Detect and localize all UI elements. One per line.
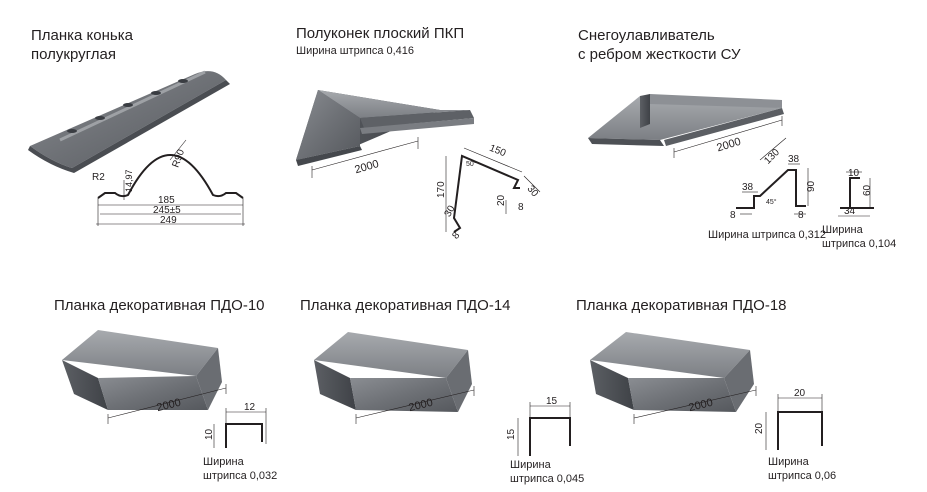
dim-width-pdo18: 20 [794,388,806,399]
pkp-length-dim [311,137,419,178]
dim-length-pkp: 2000 [353,158,380,176]
strip-width-su-1: Ширина штрипса 0,312 [708,229,827,241]
dim-label: R2 [92,172,105,183]
su-render [588,94,784,146]
dim-label: 45° [766,198,777,206]
dim-label: 8 [450,230,462,242]
title-line: полукруглая [31,46,116,63]
pdo10-section [213,408,267,448]
dim-label: 38 [788,154,800,165]
dim-label: 185 [158,195,175,206]
strip-line: Ширина [768,456,809,468]
dim-length-pdo10: 2000 [155,397,182,415]
strip-line: штрипса 0,104 [822,238,897,250]
pkp-render [296,90,474,166]
pdo18-section [765,394,823,450]
dim-label: 130 [762,147,782,167]
dim-width-pdo14: 15 [546,396,558,407]
title-line: Снегоулавливатель [578,27,715,44]
dim-height-pdo14: 15 [506,428,517,440]
product-title-pdo18: Планка декоративная ПДО-18 [576,297,787,314]
dim-label: 150 [488,143,508,160]
dim-label: 30 [443,203,458,219]
strip-line: Ширина [822,224,863,236]
dim-label: 8 [518,202,524,213]
dim-length-pdo18: 2000 [687,397,714,415]
dim-height-pdo18: 20 [754,422,765,434]
strip-width-pdo10: Ширина штрипса 0,032 [203,455,277,483]
dim-label: 50° [466,160,477,168]
dim-label: 30 [525,184,541,200]
strip-width-su-2: Ширина штрипса 0,104 [822,223,896,251]
strip-line: штрипса 0,032 [203,470,278,482]
dim-length-pdo14: 2000 [407,397,434,415]
dim-label: R90 [171,148,188,169]
dim-label: 249 [160,215,177,226]
product-title-su: Снегоулавливатель с ребром жесткости СУ [578,26,741,64]
strip-line: штрипса 0,06 [768,470,837,482]
dim-label: 34 [844,206,856,217]
dim-label: 60 [862,184,873,196]
title-line: Планка конька [31,27,133,44]
strip-width-pdo14: Ширина штрипса 0,045 [510,458,584,486]
pdo18-render [590,332,754,412]
dim-label: 10 [848,168,860,179]
dim-label: 90 [806,180,817,192]
dim-label: 20 [496,194,507,206]
pdo14-render [314,332,472,412]
dim-label: 8 [730,210,736,221]
strip-line: Ширина [510,459,551,471]
product-title-ridge: Планка конька полукруглая [31,26,133,64]
pdo14-section [517,402,571,456]
pdo-length-dims [107,384,757,424]
su-drawing [736,137,874,217]
dim-width-pdo10: 12 [244,402,256,413]
pkp-dimensions: 150 50° 170 30 20 8 30 8 [436,143,540,242]
product-title-pdo10: Планка декоративная ПДО-10 [54,297,265,314]
product-title-pdo14: Планка декоративная ПДО-14 [300,297,511,314]
dim-label: 38 [742,182,754,193]
ridge-drawing [96,139,245,226]
strip-line: Ширина [203,456,244,468]
dim-label: 8 [798,210,804,221]
dim-label: 14,97 [124,169,134,192]
dim-label: 245±5 [153,205,181,216]
pdo10-render [62,330,222,410]
strip-line: штрипса 0,045 [510,473,585,485]
title-line: с ребром жесткости СУ [578,46,741,63]
strip-width-pdo18: Ширина штрипса 0,06 [768,455,836,483]
dim-height-pdo10: 10 [204,428,215,440]
dim-label: 170 [436,181,447,198]
strip-width-pkp: Ширина штрипса 0,416 [296,45,415,57]
su-length-dim [673,116,783,158]
pkp-drawing [445,147,541,233]
ridge-render [28,70,230,173]
product-title-pkp: Полуконек плоский ПКП [296,25,465,42]
su-dimensions: 130 38 38 90 8 8 45° 10 60 34 [730,147,873,221]
